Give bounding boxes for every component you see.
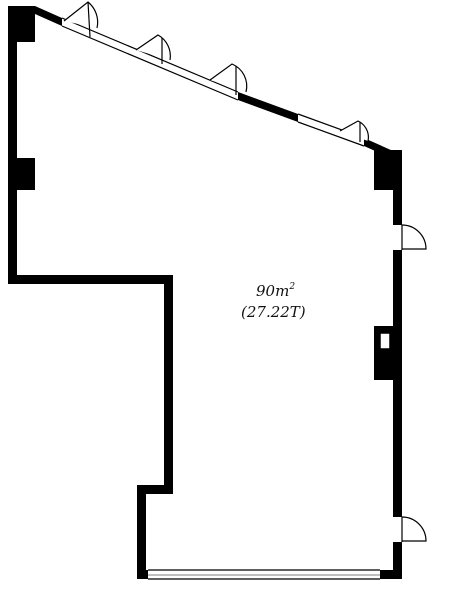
area-value: 90m — [256, 282, 289, 300]
column-left-mid — [8, 158, 35, 190]
swing-door-icon — [401, 224, 427, 250]
area-secondary-label: (27.22T) — [241, 303, 306, 321]
column-niche — [379, 332, 391, 350]
walls — [8, 6, 402, 579]
left-wall — [8, 6, 17, 284]
swing-door-icon — [401, 516, 427, 542]
window-diag-1-inner — [61, 25, 239, 101]
window-diag-1-outer — [61, 17, 239, 93]
diagonal-wall-solid-2 — [364, 138, 402, 163]
step-wall-horizontal — [8, 275, 173, 284]
doors — [63, 1, 427, 542]
window-diag-2-inner — [297, 121, 365, 147]
bottom-wall-left — [137, 570, 148, 579]
area-label: 90m2 — [256, 282, 295, 300]
swing-door-icon — [63, 1, 99, 29]
lower-left-wall — [137, 485, 146, 579]
swing-door-icon — [209, 63, 248, 93]
area-unit-superscript: 2 — [288, 282, 295, 292]
windows — [61, 17, 380, 580]
bottom-wall-right — [380, 570, 402, 579]
swing-door-icon — [339, 120, 369, 142]
right-wall-mid — [393, 250, 402, 517]
step-ledge — [137, 485, 173, 494]
corner-top-left — [8, 6, 62, 26]
step-wall-vertical — [164, 275, 173, 494]
diagonal-wall-solid-1 — [238, 92, 298, 122]
door-leaf-1 — [87, 1, 91, 38]
right-wall-lower — [393, 542, 402, 579]
